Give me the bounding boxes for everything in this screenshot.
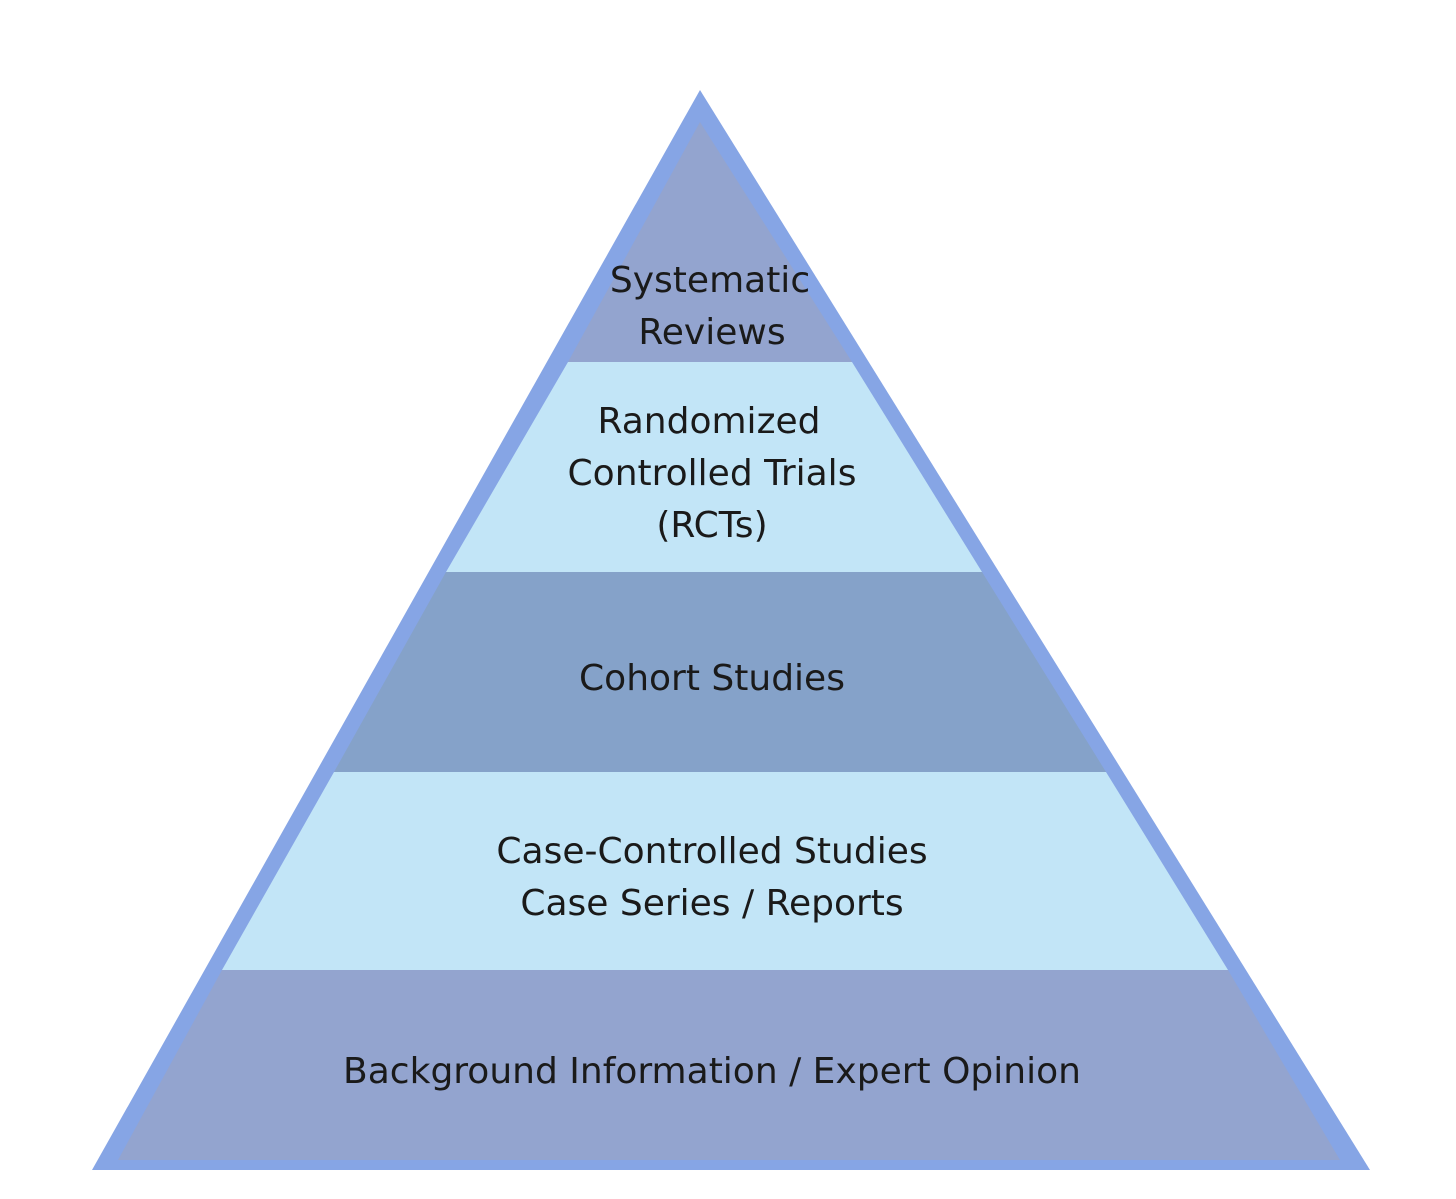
label-systematic-reviews-line-1: Systematic xyxy=(610,260,810,301)
pyramid-labels: Systematic Reviews Randomized Controlled… xyxy=(343,260,1081,1092)
level-band-cohort-studies xyxy=(334,572,1106,772)
label-rcts-line-2: Controlled Trials xyxy=(568,453,857,494)
level-band-background-information xyxy=(118,970,1340,1160)
pyramid-bands xyxy=(118,122,1340,1160)
label-case-controlled-line-2: Case Series / Reports xyxy=(520,883,903,924)
label-background-information: Background Information / Expert Opinion xyxy=(343,1051,1081,1092)
level-band-case-controlled-studies xyxy=(222,772,1228,970)
label-rcts-line-3: (RCTs) xyxy=(656,505,767,546)
level-band-randomized-controlled-trials xyxy=(446,362,982,572)
label-cohort-studies: Cohort Studies xyxy=(579,658,845,699)
level-band-systematic-reviews xyxy=(568,122,852,362)
label-case-controlled-line-1: Case-Controlled Studies xyxy=(496,831,927,872)
label-rcts-line-1: Randomized xyxy=(598,401,821,442)
label-systematic-reviews-line-2: Reviews xyxy=(638,312,785,353)
